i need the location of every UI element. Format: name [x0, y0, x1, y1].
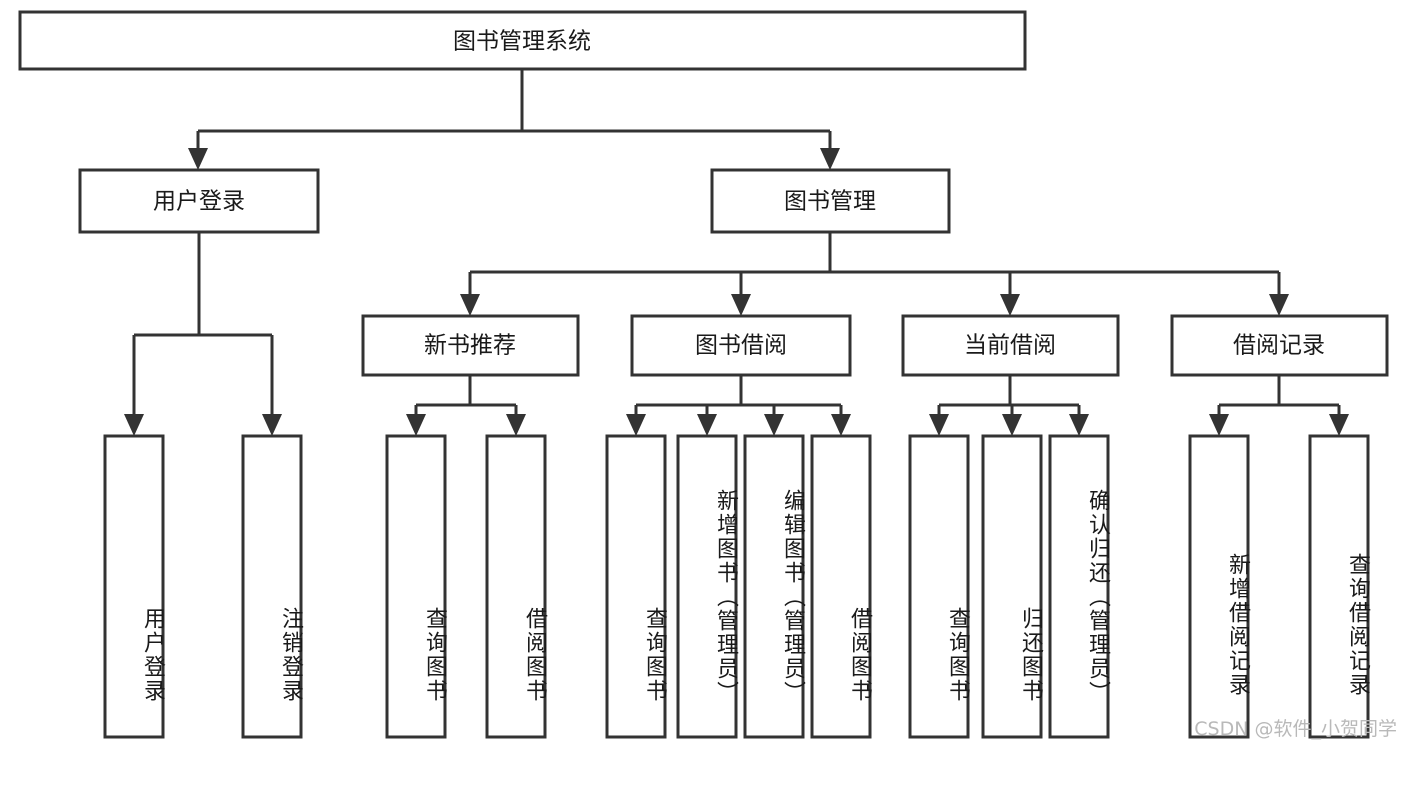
node-leaf-query-book-borrow-box[interactable] [605, 434, 667, 739]
arrow-leaf-query-book-borrow [626, 414, 646, 436]
node-book-borrow[interactable]: 图书借阅 [630, 314, 852, 377]
node-user-login-label: 用户登录 [153, 189, 245, 215]
node-leaf-logout-login-box[interactable] [241, 434, 303, 739]
node-leaf-borrow-book-box[interactable] [810, 434, 872, 739]
node-new-book-recommend-box[interactable] [361, 314, 580, 377]
node-current-borrow[interactable]: 当前借阅 [901, 314, 1120, 377]
node-borrow-records[interactable]: 借阅记录 [1170, 314, 1389, 377]
node-current-borrow-box[interactable] [901, 314, 1120, 377]
node-leaf-add-borrow-record-box[interactable] [1188, 434, 1250, 739]
arrow-to-book-management [820, 148, 840, 170]
flowchart-canvas: 图书管理系统 用户登录 图书管理 新书推荐 图书借阅 [18, 10, 1397, 740]
node-user-login[interactable]: 用户登录 [78, 168, 320, 234]
node-leaf-query-book-current-box[interactable] [908, 434, 970, 739]
arrow-leaf-confirm-return [1069, 414, 1089, 436]
node-leaf-user-login-box[interactable] [103, 434, 165, 739]
connector-layer [124, 69, 1349, 436]
node-book-borrow-box[interactable] [630, 314, 852, 377]
node-book-management-box[interactable] [710, 168, 951, 234]
node-borrow-records-box[interactable] [1170, 314, 1389, 377]
node-book-management[interactable]: 图书管理 [710, 168, 951, 234]
node-current-borrow-label: 当前借阅 [964, 333, 1056, 359]
arrow-to-book-borrow [731, 294, 751, 316]
flowchart-svg: 图书管理系统 用户登录 图书管理 新书推荐 图书借阅 [18, 10, 1389, 739]
arrow-to-new-book-recommend [460, 294, 480, 316]
node-new-book-recommend[interactable]: 新书推荐 [361, 314, 580, 377]
arrow-leaf-logout-login [262, 414, 282, 436]
node-borrow-records-label: 借阅记录 [1233, 333, 1325, 359]
node-leaf-query-borrow-record-box[interactable] [1308, 434, 1370, 739]
node-new-book-recommend-label: 新书推荐 [424, 333, 516, 359]
arrow-leaf-query-borrow-record [1329, 414, 1349, 436]
node-leaf-return-book-box[interactable] [981, 434, 1043, 739]
arrow-leaf-borrow-book-rec [506, 414, 526, 436]
node-leaf-borrow-book-rec-box[interactable] [485, 434, 547, 739]
arrow-to-current-borrow [1000, 294, 1020, 316]
arrow-leaf-return-book [1002, 414, 1022, 436]
arrow-to-user-login [188, 148, 208, 170]
node-user-login-box[interactable] [78, 168, 320, 234]
arrow-leaf-query-book-current [929, 414, 949, 436]
arrow-leaf-query-book-rec [406, 414, 426, 436]
arrow-leaf-add-borrow-record [1209, 414, 1229, 436]
csdn-watermark: CSDN @软件_小贺同学 [1194, 718, 1397, 740]
arrow-leaf-borrow-book [831, 414, 851, 436]
arrow-leaf-edit-book-admin [764, 414, 784, 436]
node-book-management-label: 图书管理 [784, 189, 876, 215]
node-layer: 图书管理系统 用户登录 图书管理 新书推荐 图书借阅 [18, 10, 1389, 739]
node-leaf-query-book-rec-box[interactable] [385, 434, 447, 739]
node-leaf-edit-book-admin-box[interactable] [743, 434, 805, 739]
node-root-box[interactable] [18, 10, 1027, 71]
arrow-to-borrow-records [1269, 294, 1289, 316]
node-book-borrow-label: 图书借阅 [695, 333, 787, 359]
node-root[interactable]: 图书管理系统 [18, 10, 1027, 71]
node-root-label: 图书管理系统 [453, 29, 591, 55]
arrow-leaf-add-book-admin [697, 414, 717, 436]
arrow-leaf-user-login [124, 414, 144, 436]
node-leaf-confirm-return-box[interactable] [1048, 434, 1110, 739]
node-leaf-add-book-admin-box[interactable] [676, 434, 738, 739]
